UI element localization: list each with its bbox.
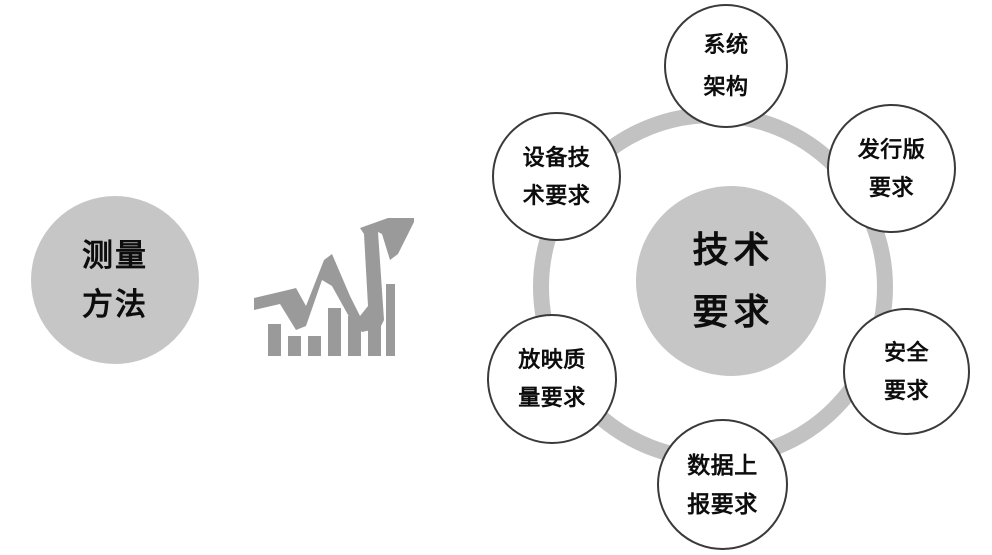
node-release-requirements-line-1: 发行版 xyxy=(857,136,926,162)
technical-requirements-hub[interactable]: 技术 要求 xyxy=(636,186,826,376)
hub-label-line-2: 要求 xyxy=(692,291,775,332)
measurement-method-label-line-1: 测量 xyxy=(82,238,148,273)
node-data-reporting-requirements-line-1: 数据上 xyxy=(687,451,758,478)
node-release-requirements[interactable]: 发行版 要求 xyxy=(827,104,956,233)
node-equipment-technical-requirements-line-2: 术要求 xyxy=(522,182,591,208)
hub-label-line-1: 技术 xyxy=(692,229,775,270)
node-data-reporting-requirements-line-2: 报要求 xyxy=(687,490,758,517)
node-security-requirements-line-2: 要求 xyxy=(883,377,929,403)
measurement-method-circle[interactable]: 测量 方法 xyxy=(31,196,199,364)
node-projection-quality-requirements[interactable]: 放映质 量要求 xyxy=(487,314,617,444)
node-security-requirements[interactable]: 安全 要求 xyxy=(843,308,970,435)
node-projection-quality-requirements-line-2: 量要求 xyxy=(518,385,586,410)
node-security-requirements-line-1: 安全 xyxy=(883,339,929,365)
node-system-architecture-line-1: 系统 xyxy=(703,32,749,57)
node-data-reporting-requirements[interactable]: 数据上 报要求 xyxy=(657,419,788,550)
node-equipment-technical-requirements[interactable]: 设备技 术要求 xyxy=(492,112,621,241)
node-projection-quality-requirements-line-1: 放映质 xyxy=(518,347,586,372)
node-system-architecture-line-2: 架构 xyxy=(703,74,749,99)
node-system-architecture[interactable]: 系统 架构 xyxy=(664,4,788,128)
growth-chart-arrow-icon xyxy=(252,198,420,356)
node-release-requirements-line-2: 要求 xyxy=(868,174,914,200)
measurement-method-label-line-2: 方法 xyxy=(82,287,148,322)
node-equipment-technical-requirements-line-1: 设备技 xyxy=(522,144,591,170)
